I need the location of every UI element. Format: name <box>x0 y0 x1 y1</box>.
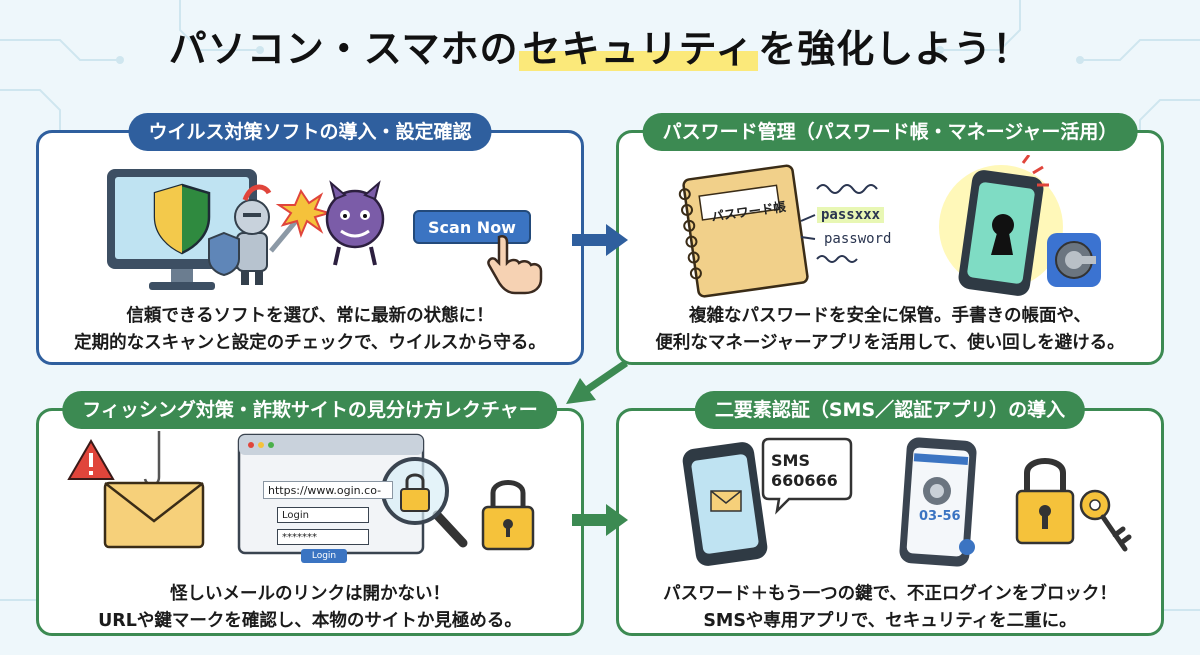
url-bar[interactable]: https://www.ogin.co- <box>263 481 393 499</box>
shield-icon <box>153 183 211 255</box>
page-title: パソコン・スマホのセキュリティを強化しよう！ <box>0 18 1200 73</box>
panel-two-factor: 二要素認証（SMS／認証アプリ）の導入 SMS <box>616 391 1164 636</box>
phone-authenticator-icon <box>899 437 977 567</box>
authenticator-code: 03-56 <box>919 509 961 524</box>
phone-keyhole-icon <box>939 155 1063 296</box>
login-field-text: Login <box>282 510 309 521</box>
pointing-hand-icon <box>487 234 543 295</box>
handwritten-notes <box>800 184 878 263</box>
authenticator-app-icon <box>1047 233 1101 287</box>
password-field-text: ******* <box>282 532 317 543</box>
password-field[interactable]: ******* <box>277 529 369 545</box>
virus-monster-icon <box>325 180 385 266</box>
description-line: 複雑なパスワードを安全に保管。手書きの帳面や、 <box>689 306 1091 326</box>
arrow-right-top <box>572 224 628 256</box>
padlock-icon <box>481 480 535 551</box>
panel-antivirus-heading: ウイルス対策ソフトの導入・設定確認 <box>128 113 492 151</box>
knight-icon <box>208 184 303 285</box>
notebook-icon <box>678 164 809 298</box>
description-line: 定期的なスキャンと設定のチェックで、ウイルスから守る。 <box>74 333 546 353</box>
spark-icon <box>275 188 333 238</box>
sms-bubble-icon <box>761 437 853 515</box>
key-icon <box>1079 489 1132 552</box>
panel-antivirus: ウイルス対策ソフトの導入・設定確認 <box>36 113 584 365</box>
description-line: SMSや専用アプリで、セキュリティを二重に。 <box>703 611 1077 631</box>
sms-label: SMS <box>771 451 810 470</box>
scan-now-label: Scan Now <box>428 218 516 237</box>
description-line: パスワード＋もう一つの鍵で、不正ログインをブロック！ <box>663 584 1117 604</box>
sms-code: 660666 <box>771 471 838 490</box>
description-line: 信頼できるソフトを選び、常に最新の状態に！ <box>126 306 494 326</box>
panel-password-heading: パスワード管理（パスワード帳・マネージャー活用） <box>642 113 1138 151</box>
antivirus-illustration <box>107 169 385 290</box>
password-illustration <box>678 155 1101 298</box>
login-field[interactable]: Login <box>277 507 369 523</box>
panel-antivirus-description: 信頼できるソフトを選び、常に最新の状態に！ 定期的なスキャンと設定のチェックで、… <box>39 303 581 357</box>
arrow-right-bottom <box>572 504 628 536</box>
login-button-label: Login <box>311 551 337 561</box>
title-highlight: セキュリティ <box>518 27 759 71</box>
note-line-password: password <box>824 231 892 247</box>
url-text: https://www.ogin.co- <box>268 484 382 497</box>
panel-password-management: パスワード管理（パスワード帳・マネージャー活用） <box>616 113 1164 365</box>
phone-envelope-icon <box>682 442 768 566</box>
title-part-1: パソコン・スマホの <box>168 27 519 71</box>
title-part-3: を強化しよう！ <box>758 27 1032 71</box>
description-line: URLや鍵マークを確認し、本物のサイトか見極める。 <box>98 611 522 631</box>
arrow-diagonal <box>566 360 628 404</box>
panel-password-description: 複雑なパスワードを安全に保管。手書きの帳面や、 便利なマネージャーアプリを活用し… <box>619 303 1161 357</box>
padlock-key-icon <box>1015 458 1075 545</box>
panel-two-factor-description: パスワード＋もう一つの鍵で、不正ログインをブロック！ SMSや専用アプリで、セキ… <box>619 581 1161 635</box>
panel-phishing-heading: フィッシング対策・詐欺サイトの見分け方レクチャー <box>62 391 558 429</box>
envelope-icon <box>103 481 205 549</box>
warning-icon <box>67 439 115 480</box>
panel-phishing: フィッシング対策・詐欺サイトの見分け方レクチャー <box>36 391 584 636</box>
panel-two-factor-heading: 二要素認証（SMS／認証アプリ）の導入 <box>694 391 1086 429</box>
note-line-passxxx: passxxx <box>817 207 885 223</box>
login-button[interactable]: Login <box>301 549 347 563</box>
description-line: 怪しいメールのリンクは開かない！ <box>170 584 450 604</box>
fish-hook-icon <box>143 431 161 486</box>
two-factor-illustration <box>682 437 1132 567</box>
scan-now-button[interactable]: Scan Now <box>413 210 531 244</box>
description-line: 便利なマネージャーアプリを活用して、使い回しを避ける。 <box>655 333 1125 353</box>
panel-phishing-description: 怪しいメールのリンクは開かない！ URLや鍵マークを確認し、本物のサイトか見極め… <box>39 581 581 635</box>
